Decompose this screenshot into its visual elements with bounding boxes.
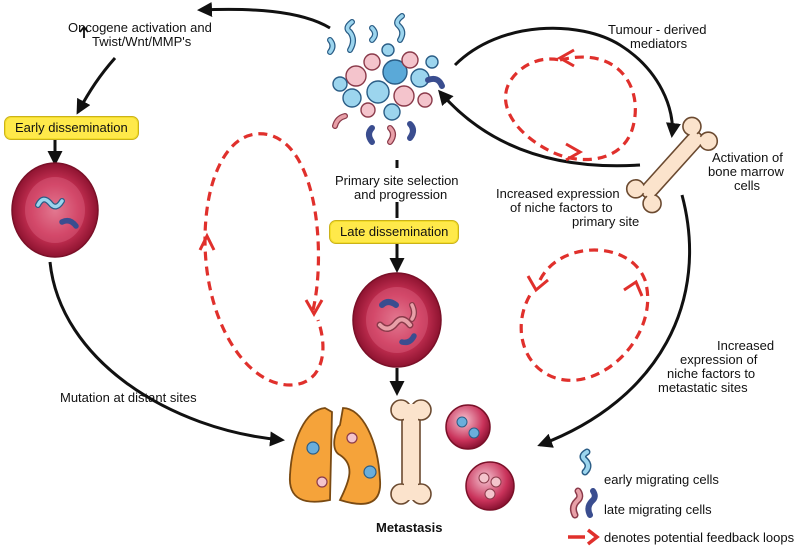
niche-meta-label-line1: Increased bbox=[717, 338, 775, 353]
up-arrow-icon bbox=[79, 25, 89, 38]
legend-late-label: late migrating cells bbox=[604, 502, 712, 517]
arrow-bone-to-metastasis bbox=[537, 194, 691, 448]
activation-label-line3: cells bbox=[734, 178, 761, 193]
mutation-label: Mutation at distant sites bbox=[60, 390, 197, 405]
tumour-derived-label-line1: Tumour - derived bbox=[608, 22, 707, 37]
oncogene-label-line2: Twist/Wnt/MMP's bbox=[92, 34, 192, 49]
activation-label-line2: bone marrow bbox=[708, 164, 784, 179]
metastasis-lungs bbox=[289, 407, 381, 505]
arrow-tumour-to-oncogene bbox=[197, 2, 331, 30]
niche-primary-label-line1: Increased expression bbox=[496, 186, 620, 201]
arrow-bone-to-tumour bbox=[438, 89, 641, 168]
bone-marrow-bone bbox=[625, 116, 719, 214]
niche-primary-label-line2: of niche factors to bbox=[510, 200, 613, 215]
metastatic-sphere-2 bbox=[465, 461, 515, 511]
metastasis-label: Metastasis bbox=[376, 520, 443, 535]
early-cell-legend-icon bbox=[579, 448, 592, 476]
feedback-legend-icon bbox=[568, 528, 600, 546]
niche-meta-label-line2: expression of bbox=[680, 352, 758, 367]
metastatic-sphere-1 bbox=[445, 404, 491, 450]
legend-early-label: early migrating cells bbox=[604, 472, 719, 487]
primary-tumour-cluster bbox=[327, 13, 445, 145]
niche-meta-label-line4: metastatic sites bbox=[658, 380, 748, 395]
activation-label-line1: Activation of bbox=[712, 150, 783, 165]
arrow-mutation-distant bbox=[48, 261, 285, 447]
arrow-oncogene-to-early bbox=[76, 57, 117, 115]
niche-primary-label-line3: primary site bbox=[572, 214, 640, 229]
tumour-derived-label-line2: mediators bbox=[630, 36, 688, 51]
late-cell-legend-icon bbox=[569, 487, 598, 519]
late-dissemination-tag: Late dissemination bbox=[329, 220, 460, 244]
feedback-loop-bottom-right bbox=[519, 248, 650, 382]
arrow-tumour-to-bone bbox=[453, 26, 681, 138]
late-vessel-cell bbox=[352, 272, 442, 368]
feedback-loop-top-right bbox=[503, 55, 637, 162]
oncogene-label-line1: Oncogene activation and bbox=[68, 20, 212, 35]
metastasis-bone bbox=[390, 399, 432, 505]
feedback-loop-left bbox=[203, 132, 325, 387]
early-dissemination-tag: Early dissemination bbox=[4, 116, 139, 140]
primary-site-label-line2: and progression bbox=[354, 187, 448, 202]
legend-feedback-label: denotes potential feedback loops bbox=[604, 530, 795, 545]
primary-site-label-line1: Primary site selection bbox=[335, 173, 459, 188]
early-vessel-cell bbox=[11, 162, 99, 258]
niche-meta-label-line3: niche factors to bbox=[667, 366, 756, 381]
